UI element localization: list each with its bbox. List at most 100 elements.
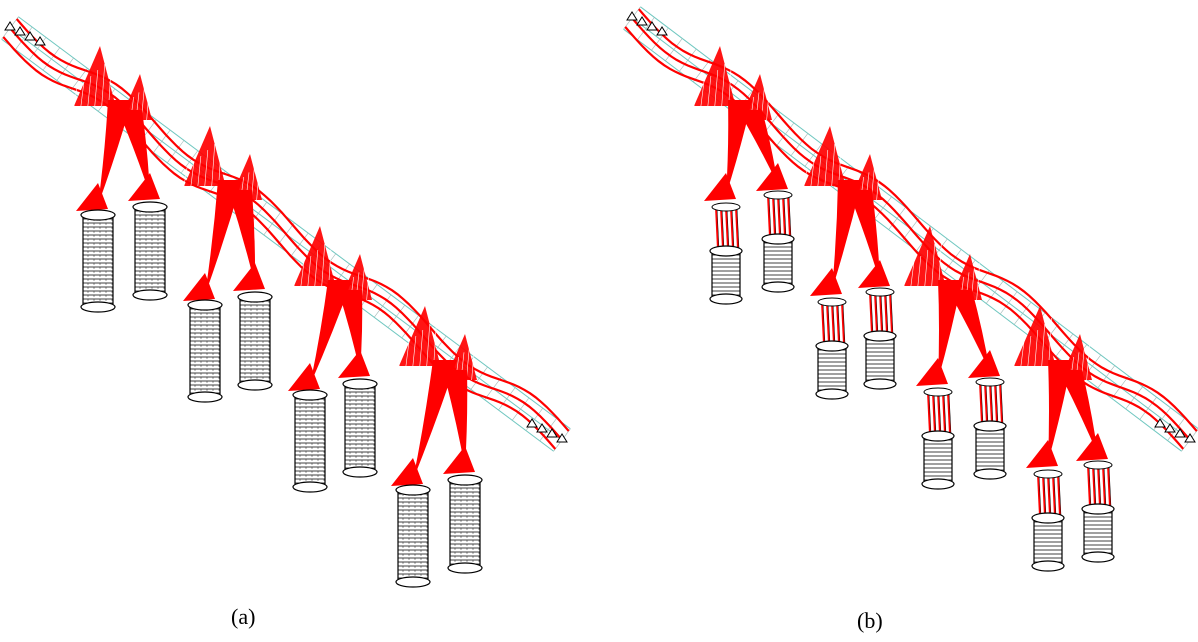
- pile-outline: [990, 381, 994, 425]
- pile-outline: [1048, 473, 1052, 517]
- deck-crossbeam: [888, 207, 906, 230]
- pier-moment-diagram: [205, 180, 242, 295]
- deck-crossbeam: [15, 26, 33, 50]
- deck-crossbeam: [986, 280, 1004, 304]
- deck-crossbeam: [944, 249, 962, 272]
- pile-base-bottom: [709, 293, 743, 305]
- pier-moment-diagram: [938, 280, 962, 380]
- pier-column: [1058, 370, 1108, 461]
- pile-outline: [837, 301, 841, 345]
- deck-crossbeam: [180, 150, 199, 174]
- pier-base-moment: [858, 260, 890, 288]
- moment-hatch: [924, 249, 929, 287]
- pile-group-split: [921, 387, 955, 490]
- deck-crossbeam: [56, 57, 74, 81]
- moment-hatch: [707, 75, 712, 107]
- pier-base-moment: [183, 273, 215, 301]
- pile-cap-bottom: [187, 391, 223, 403]
- deck-crossbeam: [874, 196, 892, 220]
- pile-outline: [832, 301, 836, 345]
- moment-hatch: [433, 317, 437, 367]
- pile-force-line: [889, 291, 893, 335]
- moment-hatch: [321, 243, 326, 287]
- bearing-support: [626, 11, 638, 21]
- pile-outline: [726, 206, 730, 250]
- pile-outline: [716, 206, 720, 250]
- pile-body: [82, 214, 114, 308]
- pier-moment-diagram: [948, 290, 990, 372]
- moment-hatch: [314, 249, 319, 287]
- moment-hatch: [190, 161, 195, 187]
- pile-outline: [890, 291, 894, 335]
- pier-column: [916, 280, 962, 386]
- pier-column: [738, 110, 788, 191]
- deck-crossbeam: [1013, 302, 1032, 325]
- pile-force-line: [841, 301, 845, 345]
- moment-hatch: [293, 267, 298, 287]
- pier-moment-diagram: [726, 100, 752, 195]
- deck-crossbeam: [291, 232, 309, 256]
- moment-hatch: [398, 347, 403, 367]
- pile-force-line: [1102, 464, 1106, 508]
- moment-hatch: [838, 137, 842, 187]
- pile-cap-solid: [187, 299, 223, 403]
- pier-moment-diagram: [338, 290, 363, 372]
- deck-crossbeam: [153, 129, 171, 153]
- pier-moment-diagram: [310, 280, 352, 385]
- moment-peak: [804, 126, 846, 186]
- bridge-force-diagram-b: [623, 6, 1198, 572]
- moment-peak: [399, 306, 441, 366]
- pile-cap-bottom: [342, 466, 378, 478]
- pile-cap-top: [447, 474, 483, 486]
- pile-force-line: [787, 194, 791, 238]
- pile-force-line: [879, 291, 883, 335]
- pile-outline: [1108, 464, 1112, 508]
- moment-hatch: [910, 261, 915, 287]
- pier-base-moment: [704, 173, 736, 201]
- pier-moment-diagram: [832, 180, 862, 290]
- deck-crossbeam: [539, 418, 557, 442]
- moment-hatch: [87, 75, 92, 107]
- pile-force-line: [1042, 473, 1046, 517]
- pile-outline: [768, 194, 772, 238]
- pile-outline: [1038, 473, 1042, 517]
- pile-cap-top: [132, 201, 168, 213]
- moment-hatch: [824, 149, 829, 187]
- moment-hatch: [831, 143, 836, 187]
- pile-force-line: [836, 301, 840, 345]
- pier-moment-diagram: [98, 100, 132, 205]
- moment-hatch: [94, 69, 99, 107]
- pile-outline: [822, 301, 826, 345]
- pile-outline: [995, 381, 999, 425]
- pile-force-line: [937, 391, 941, 435]
- moment-peak: [694, 46, 736, 106]
- pile-outline: [1053, 473, 1057, 517]
- pile-cap-solid: [447, 474, 483, 574]
- pile-cap-top: [292, 389, 328, 401]
- moment-hatch: [412, 335, 417, 367]
- moment-hatch: [1020, 341, 1025, 367]
- deck-crossbeam: [776, 122, 795, 146]
- pile-force-line: [999, 381, 1003, 425]
- bridge-force-diagram-a: [1, 16, 571, 588]
- bearing-support: [536, 423, 548, 433]
- pier-column: [76, 100, 132, 211]
- bearing-support: [636, 16, 648, 26]
- pile-force-line: [725, 206, 729, 250]
- moment-hatch: [426, 323, 431, 367]
- pile-body: [294, 394, 326, 488]
- pile-base-top: [709, 245, 743, 257]
- moment-hatch: [328, 237, 332, 287]
- pile-base-bottom: [1081, 551, 1115, 563]
- pile-base-bottom: [815, 388, 849, 400]
- pile-outline: [928, 391, 932, 435]
- pile-cap-solid: [292, 389, 328, 493]
- bearing-support: [656, 26, 668, 36]
- moment-hatch: [876, 163, 880, 201]
- deck-crossbeam: [1125, 386, 1143, 410]
- pile-head: [923, 387, 953, 397]
- moment-hatch: [204, 149, 209, 187]
- pile-force-line: [826, 301, 830, 345]
- pile-force-line: [777, 194, 781, 238]
- pile-cap-bottom: [132, 289, 168, 301]
